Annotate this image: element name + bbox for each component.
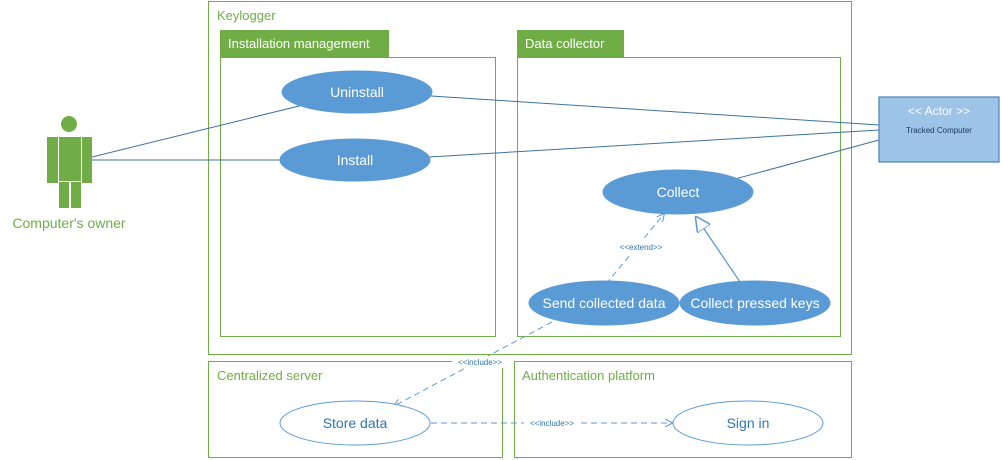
actor-tracked-computer[interactable]: << Actor >> Tracked Computer [878,96,1000,163]
package-data-collector: Data collector [517,30,841,337]
use-case-store-data[interactable]: Store data [279,400,431,446]
association-owner-uninstall [91,104,304,158]
package-server-title: Centralized server [217,368,323,383]
actor-stereotype: << Actor >> [908,104,970,118]
use-case-sign-in[interactable]: Sign in [672,400,824,446]
system-boundary-keylogger: Keylogger [208,1,852,355]
use-case-uninstall-label: Uninstall [330,84,384,100]
use-case-collect[interactable]: Collect [602,169,754,215]
association-install-tracked [428,129,880,158]
association-collect-tracked [734,139,880,180]
use-case-install[interactable]: Install [279,138,431,182]
use-case-uninstall[interactable]: Uninstall [281,70,433,114]
actor-computers-owner[interactable]: Computer's owner [12,116,126,231]
include-label-sign-in: <<include>> [530,419,574,428]
use-case-send-collected-data[interactable]: Send collected data [528,280,680,326]
package-installation-management: Installation management [220,30,496,337]
package-centralized-server: Centralized server [208,361,503,458]
include-label-store: <<include>> [458,358,502,367]
package-auth-title: Authentication platform [522,368,655,383]
package-authentication-platform: Authentication platform [514,361,852,458]
extend-label: <<extend>> [620,243,663,252]
use-case-install-label: Install [337,152,374,168]
use-case-send-label: Send collected data [543,295,666,311]
stick-figure-icon [47,116,92,208]
use-case-sign-in-label: Sign in [727,415,770,431]
use-case-store-label: Store data [323,415,388,431]
use-case-collect-keys-label: Collect pressed keys [690,295,819,311]
use-case-collect-pressed-keys[interactable]: Collect pressed keys [679,280,831,326]
actor-tracked-label: Tracked Computer [906,126,972,135]
system-title: Keylogger [217,8,276,23]
package-collector-title: Data collector [525,36,605,51]
package-installation-title: Installation management [228,36,370,51]
actor-owner-label: Computer's owner [12,215,126,231]
association-uninstall-tracked [430,95,880,126]
use-case-collect-label: Collect [657,184,700,200]
generalization-arrow [696,217,741,283]
associations [91,95,880,180]
